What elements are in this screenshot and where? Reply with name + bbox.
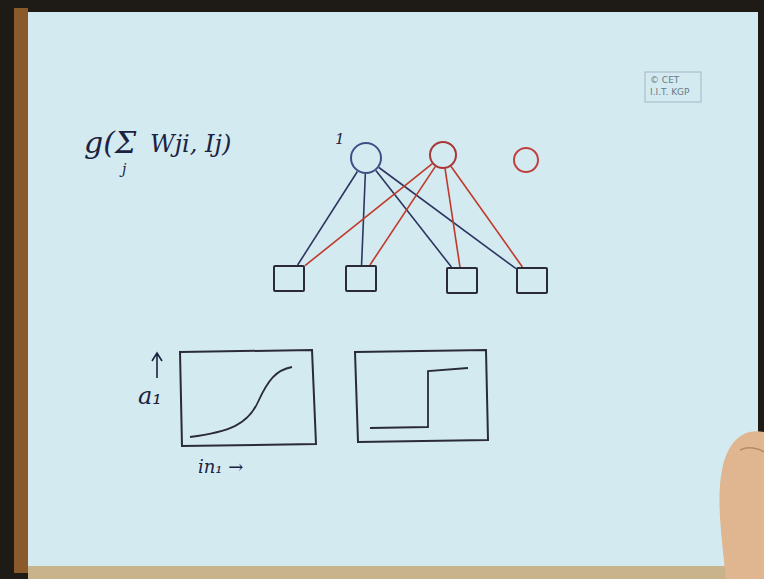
input-box — [345, 265, 377, 292]
neuron-circle: 1 — [350, 142, 382, 174]
neuron-circle — [429, 141, 457, 169]
hand-crease — [740, 448, 764, 452]
weight-connection — [298, 171, 358, 265]
paper-sheet — [28, 12, 758, 568]
neuron-circle — [513, 147, 539, 173]
formula-head: g(Σ — [84, 128, 136, 158]
weight-connection — [376, 171, 452, 267]
weight-connection — [379, 168, 516, 269]
input-box — [516, 267, 548, 294]
node-number: 1 — [335, 132, 345, 147]
graph-frame — [355, 350, 488, 442]
step-curve — [370, 368, 468, 428]
formula-body: Wji, Ij) — [150, 132, 231, 156]
hand — [719, 431, 764, 579]
copyright-note: I.I.T. KGP — [650, 88, 690, 97]
graph-frame — [180, 350, 316, 446]
sigmoid-curve — [190, 367, 292, 437]
weight-connection — [305, 164, 432, 266]
table-strip — [28, 566, 764, 579]
input-box — [273, 265, 305, 292]
board-edge — [14, 8, 28, 573]
weight-connection — [451, 166, 522, 267]
formula-index: j — [122, 162, 126, 176]
axis-label: in₁ → — [198, 458, 243, 476]
copyright-note: © CET — [650, 76, 679, 85]
weight-connection — [445, 169, 460, 267]
input-box — [446, 267, 478, 294]
weight-connection — [370, 167, 435, 265]
axis-label: a₁ — [138, 384, 162, 408]
copyright-frame — [645, 72, 701, 102]
axis-arrow — [152, 353, 162, 378]
